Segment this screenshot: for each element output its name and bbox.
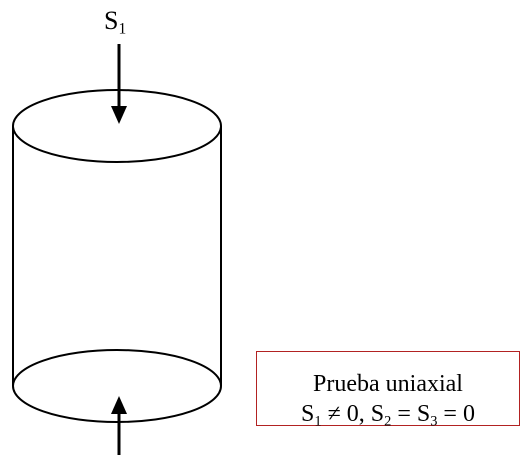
top-arrowhead	[111, 106, 127, 124]
condition-part: S	[301, 401, 315, 427]
condition-subscript: 3	[430, 413, 438, 430]
bottom-arrowhead	[111, 396, 127, 414]
condition-part: = S	[391, 401, 431, 427]
cylinder	[11, 89, 223, 423]
condition-subscript: 1	[314, 413, 322, 430]
condition-part: ≠ 0, S	[321, 401, 385, 427]
test-caption-box: Prueba uniaxial S1 ≠ 0, S2 = S3 = 0	[256, 351, 520, 430]
stress-label-s1-subscript: 1	[118, 20, 127, 38]
caption-title: Prueba uniaxial	[313, 371, 463, 397]
top-load-arrow	[111, 44, 127, 124]
condition-part: = 0	[437, 401, 475, 427]
stress-label-s1-symbol: S	[104, 6, 119, 35]
stress-label-s1: S1	[104, 6, 126, 37]
condition-subscript: 2	[384, 413, 392, 430]
bottom-load-arrow	[111, 396, 127, 455]
cylinder-top-ellipse	[12, 89, 222, 163]
caption-condition: S1 ≠ 0, S2 = S3 = 0	[257, 401, 519, 430]
